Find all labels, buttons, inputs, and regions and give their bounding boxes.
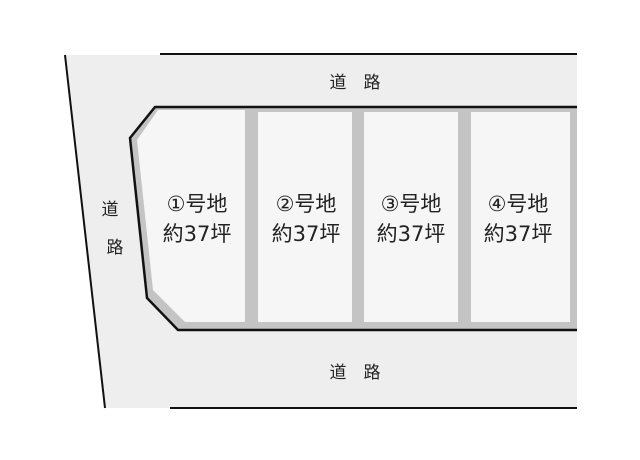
lots-outline: [128, 105, 577, 332]
lot-3-number: ③号地: [381, 192, 442, 216]
lot-3-area: 約37坪: [377, 222, 446, 246]
lot-1-area: 約37坪: [163, 222, 232, 246]
lot-1-number: ①号地: [167, 192, 228, 216]
road-label-left-2: 路: [107, 238, 124, 258]
lot-4-area: 約37坪: [484, 222, 553, 246]
boundary-left: [64, 54, 106, 409]
lot-1[interactable]: [137, 110, 245, 322]
lot-4[interactable]: [471, 112, 570, 322]
lot-3[interactable]: [364, 112, 458, 322]
lot-2-area: 約37坪: [272, 222, 341, 246]
lot-2[interactable]: [258, 112, 352, 322]
road-label-left-1: 道: [102, 200, 119, 220]
lot-4-number: ④号地: [488, 192, 549, 216]
road-label-top: 道 路: [330, 73, 381, 93]
lot-2-number: ②号地: [276, 192, 337, 216]
road-label-bottom: 道 路: [330, 363, 381, 383]
